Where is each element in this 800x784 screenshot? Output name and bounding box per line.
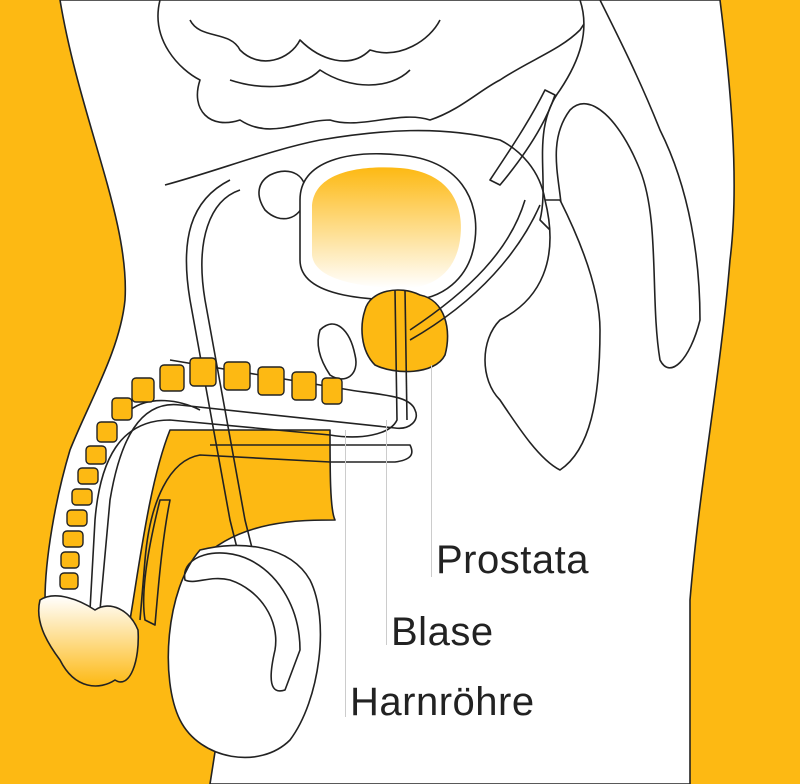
prostata-leader-line (431, 365, 432, 577)
bladder (312, 167, 461, 288)
glans (37, 595, 140, 687)
blase-leader-line (386, 420, 387, 645)
label-blase: Blase (391, 610, 494, 654)
urethra-inner (404, 289, 408, 421)
pubic-bone (258, 170, 307, 220)
ureter (489, 89, 556, 186)
penis-lower (139, 444, 413, 621)
colon (539, 0, 701, 369)
rectum (484, 199, 601, 471)
testis (183, 552, 301, 692)
scrotum (167, 544, 322, 759)
pubic-bone-lower (317, 323, 357, 380)
penis-shaft (99, 359, 417, 611)
intestines (157, 0, 601, 130)
harnroehre-leader-line (345, 430, 346, 717)
erectile-tissue-segments (59, 357, 343, 590)
urethra (89, 289, 398, 611)
label-harnroehre: Harnröhre (350, 680, 535, 724)
label-prostata: Prostata (436, 538, 589, 582)
penis-dorsal (142, 499, 171, 626)
prostate (361, 289, 449, 373)
